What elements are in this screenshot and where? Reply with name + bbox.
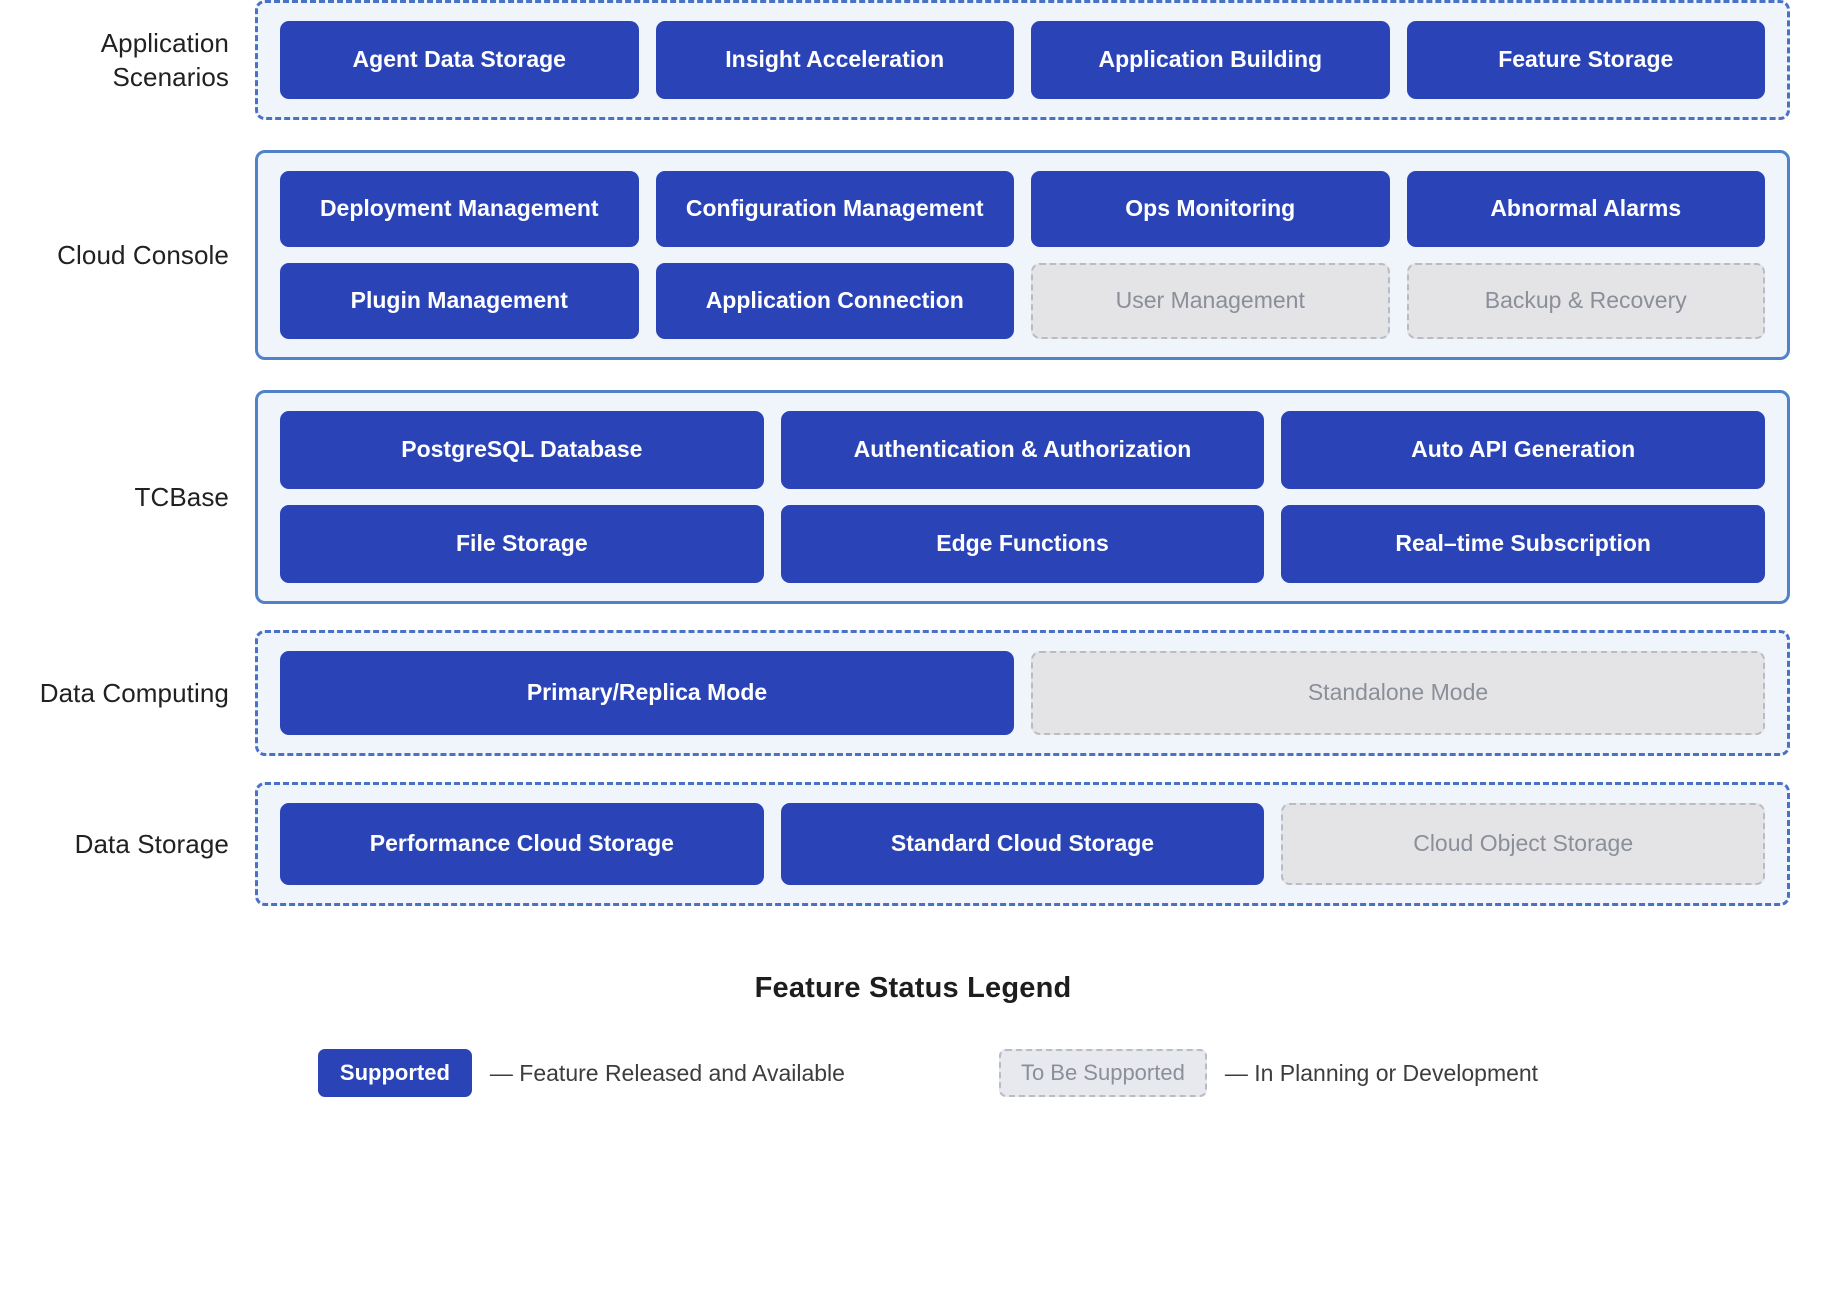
row-label-data-storage: Data Storage (74, 828, 229, 859)
legend-title: Feature Status Legend (754, 972, 1072, 1004)
feature-cell[interactable]: Configuration Management (655, 171, 1014, 247)
row-spacer (0, 360, 1826, 390)
row-label-cloud-console: Cloud Console (57, 239, 229, 270)
layer-row-data-storage: Data Storage Performance Cloud Storage S… (0, 782, 1826, 906)
layer-panel-tcbase: PostgreSQL Database Authentication & Aut… (255, 390, 1790, 604)
layer-row-application-scenarios: Application Scenarios Agent Data Storage… (0, 0, 1826, 120)
feature-cell[interactable]: Application Building (1031, 21, 1390, 99)
feature-cell[interactable]: Backup & Recovery (1406, 263, 1765, 339)
layer-panel-data-storage: Performance Cloud Storage Standard Cloud… (255, 782, 1790, 906)
feature-cell[interactable]: Real–time Subscription (1281, 505, 1765, 583)
legend-chip-to-be-supported: To Be Supported (998, 1049, 1207, 1098)
legend-section: Feature Status Legend Supported — Featur… (0, 972, 1826, 1098)
layer-row-data-computing: Data Computing Primary/Replica Mode Stan… (0, 630, 1826, 756)
row-label-line1: Application (100, 27, 229, 58)
feature-cell[interactable]: Plugin Management (280, 263, 639, 339)
feature-cell[interactable]: Ops Monitoring (1031, 171, 1390, 247)
legend-item-planned: To Be Supported — In Planning or Develop… (998, 1049, 1539, 1098)
feature-cell[interactable]: Application Connection (655, 263, 1014, 339)
legend-items: Supported — Feature Released and Availab… (0, 1049, 1826, 1098)
row-label-application-scenarios: Application Scenarios (0, 26, 255, 95)
feature-cell[interactable]: Standard Cloud Storage (780, 803, 1265, 885)
feature-cell[interactable]: Auto API Generation (1281, 411, 1765, 489)
feature-cell[interactable]: Authentication & Authorization (780, 411, 1265, 489)
layer-panel-cloud-console: Deployment Management Configuration Mana… (255, 150, 1790, 360)
row-label-data-computing: Data Computing (39, 677, 229, 708)
legend-description-supported: — Feature Released and Available (489, 1059, 845, 1086)
feature-cell[interactable]: File Storage (280, 505, 764, 583)
row-label-line2: Scenarios (112, 62, 229, 92)
legend-description-planned: — In Planning or Development (1224, 1059, 1539, 1086)
row-spacer (0, 756, 1826, 782)
feature-cell[interactable]: Abnormal Alarms (1406, 171, 1765, 247)
feature-cell[interactable]: Performance Cloud Storage (280, 803, 764, 885)
feature-cell[interactable]: Cloud Object Storage (1281, 803, 1765, 885)
layer-panel-application-scenarios: Agent Data Storage Insight Acceleration … (255, 0, 1790, 120)
row-label-tcbase: TCBase (134, 481, 229, 512)
row-spacer (0, 604, 1826, 630)
feature-cell[interactable]: Edge Functions (780, 505, 1265, 583)
row-spacer (0, 120, 1826, 150)
layer-panel-data-computing: Primary/Replica Mode Standalone Mode (255, 630, 1790, 756)
feature-cell[interactable]: Feature Storage (1406, 21, 1765, 99)
feature-cell[interactable]: Primary/Replica Mode (280, 651, 1014, 735)
feature-cell[interactable]: PostgreSQL Database (280, 411, 764, 489)
feature-cell[interactable]: Standalone Mode (1031, 651, 1765, 735)
feature-cell[interactable]: Insight Acceleration (655, 21, 1014, 99)
layer-row-tcbase: TCBase PostgreSQL Database Authenticatio… (0, 390, 1826, 604)
layer-row-cloud-console: Cloud Console Deployment Management Conf… (0, 150, 1826, 360)
legend-chip-supported: Supported (317, 1049, 472, 1098)
feature-cell[interactable]: User Management (1031, 263, 1390, 339)
feature-cell[interactable]: Deployment Management (280, 171, 639, 247)
legend-item-supported: Supported — Feature Released and Availab… (317, 1049, 845, 1098)
feature-cell[interactable]: Agent Data Storage (280, 21, 639, 99)
